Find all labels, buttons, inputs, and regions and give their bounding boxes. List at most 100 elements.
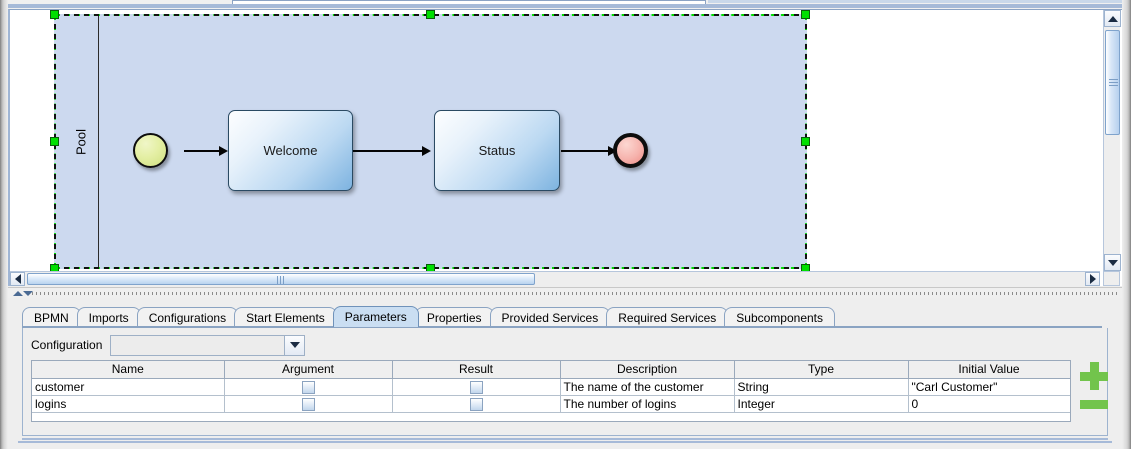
tab-strip-underline <box>22 326 1102 328</box>
tab-bpmn[interactable]: BPMN <box>22 307 81 327</box>
sequence-flow-welcome-status[interactable] <box>353 150 423 152</box>
cell-type[interactable]: String <box>734 378 909 396</box>
sequence-flow-arrow-2 <box>422 146 431 156</box>
task-label: Welcome <box>263 143 318 158</box>
table-row[interactable]: customer The name of the customer String… <box>32 378 1070 396</box>
cell-description[interactable]: The number of logins <box>560 395 735 413</box>
bpmn-editor-pane[interactable]: Pool Welcome Status <box>8 9 1122 286</box>
tab-strip[interactable]: BPMN Imports Configurations Start Elemen… <box>22 306 836 327</box>
triangle-up-icon <box>1107 15 1118 22</box>
chevron-down-icon[interactable] <box>284 335 305 355</box>
upper-panel-tab-secondary <box>708 0 1122 3</box>
horizontal-scroll-thumb[interactable] <box>27 273 535 285</box>
splitter-collapse-up-icon[interactable] <box>13 291 23 296</box>
tab-properties[interactable]: Properties <box>414 307 494 327</box>
cell-initial-value[interactable]: "Carl Customer" <box>908 378 1070 396</box>
bpmn-end-event[interactable] <box>613 133 648 168</box>
cell-name[interactable]: logins <box>32 395 225 413</box>
upper-panel-sliver <box>8 0 1122 9</box>
panel-bottom-border <box>22 438 1108 440</box>
selection-handle-top-center[interactable] <box>426 10 435 19</box>
chevron-down-glyph <box>289 342 300 348</box>
checkbox-icon[interactable] <box>301 380 315 394</box>
selection-handle-middle-right[interactable] <box>801 137 810 146</box>
cell-description[interactable]: The name of the customer <box>560 378 735 396</box>
tab-label: Imports <box>88 310 129 325</box>
tab-label: Start Elements <box>246 310 325 325</box>
column-header-argument[interactable]: Argument <box>224 361 393 379</box>
table-empty-area <box>32 412 1070 421</box>
bpmn-canvas[interactable]: Pool Welcome Status <box>10 10 1100 271</box>
tab-provided-services[interactable]: Provided Services <box>489 307 611 327</box>
upper-panel-band <box>8 4 1122 8</box>
upper-panel-tab <box>232 0 706 5</box>
cell-name[interactable]: customer <box>32 378 225 396</box>
selection-handle-middle-left[interactable] <box>50 137 59 146</box>
selection-handle-bottom-right[interactable] <box>801 264 810 271</box>
column-header-type[interactable]: Type <box>734 361 909 379</box>
bpmn-task-status[interactable]: Status <box>434 110 560 191</box>
panel-outer-bottom-border <box>18 441 1112 443</box>
pane-splitter[interactable] <box>8 287 1122 298</box>
add-parameter-button[interactable] <box>1080 362 1108 390</box>
selection-handle-bottom-center[interactable] <box>426 264 435 271</box>
tab-imports[interactable]: Imports <box>76 307 141 327</box>
cell-type[interactable]: Integer <box>734 395 909 413</box>
checkbox-icon[interactable] <box>301 397 315 411</box>
checkbox-icon[interactable] <box>469 380 483 394</box>
properties-panel: BPMN Imports Configurations Start Elemen… <box>8 298 1122 443</box>
configuration-row: Configuration <box>31 334 306 356</box>
cell-argument-checkbox[interactable] <box>224 378 393 396</box>
remove-parameter-button[interactable] <box>1080 400 1108 409</box>
scroll-down-button[interactable] <box>1104 254 1121 271</box>
canvas-horizontal-scrollbar[interactable] <box>10 271 1100 286</box>
scroll-up-button[interactable] <box>1104 10 1121 27</box>
column-header-description[interactable]: Description <box>560 361 735 379</box>
scroll-left-button[interactable] <box>10 272 25 286</box>
selection-handle-top-right[interactable] <box>801 10 810 19</box>
cell-result-checkbox[interactable] <box>392 378 561 396</box>
vertical-scroll-thumb[interactable] <box>1105 30 1120 135</box>
cell-result-checkbox[interactable] <box>392 395 561 413</box>
splitter-collapse-down-icon[interactable] <box>23 291 33 296</box>
column-header-initial-value[interactable]: Initial Value <box>908 361 1070 379</box>
tab-label: Configurations <box>148 310 227 325</box>
selection-handle-top-left[interactable] <box>50 10 59 19</box>
parameters-table: Name Argument Result Description Type In… <box>32 361 1070 421</box>
tab-label: Parameters <box>344 310 407 324</box>
bpmn-start-event[interactable] <box>133 133 168 168</box>
tab-label: Required Services <box>618 310 717 325</box>
window-right-border <box>1122 0 1131 449</box>
table-row[interactable]: logins The number of logins Integer 0 <box>32 395 1070 413</box>
triangle-left-icon <box>14 274 21 284</box>
cell-argument-checkbox[interactable] <box>224 395 393 413</box>
checkbox-icon[interactable] <box>469 397 483 411</box>
tab-parameters[interactable]: Parameters <box>332 306 419 327</box>
column-header-result[interactable]: Result <box>392 361 561 379</box>
pool-label: Pool <box>73 128 89 155</box>
parameters-tab-content: Configuration Name <box>22 328 1108 436</box>
bpmn-task-welcome[interactable]: Welcome <box>228 110 353 191</box>
tab-start-elements[interactable]: Start Elements <box>234 307 337 327</box>
parameters-table-container[interactable]: Name Argument Result Description Type In… <box>31 360 1071 422</box>
sequence-flow-arrow-1 <box>219 146 228 156</box>
sequence-flow-start-welcome[interactable] <box>184 150 220 152</box>
configuration-label: Configuration <box>31 338 103 352</box>
splitter-grip-icon <box>32 292 1118 295</box>
tab-configurations[interactable]: Configurations <box>136 307 239 327</box>
tab-label: Properties <box>426 310 482 325</box>
canvas-vertical-scrollbar[interactable] <box>1103 10 1121 271</box>
selection-handle-bottom-left[interactable] <box>50 264 59 271</box>
sequence-flow-status-end[interactable] <box>561 150 611 152</box>
column-header-name[interactable]: Name <box>32 361 225 379</box>
window-left-border <box>0 0 8 449</box>
scroll-grip-icon <box>1109 78 1118 87</box>
tab-required-services[interactable]: Required Services <box>606 307 729 327</box>
cell-initial-value[interactable]: 0 <box>908 395 1070 413</box>
configuration-combobox[interactable] <box>110 334 306 356</box>
bpmn-pool[interactable]: Pool <box>54 14 807 269</box>
tab-subcomponents[interactable]: Subcomponents <box>724 307 836 327</box>
triangle-down-icon <box>1107 259 1118 266</box>
scroll-right-button[interactable] <box>1085 272 1100 286</box>
